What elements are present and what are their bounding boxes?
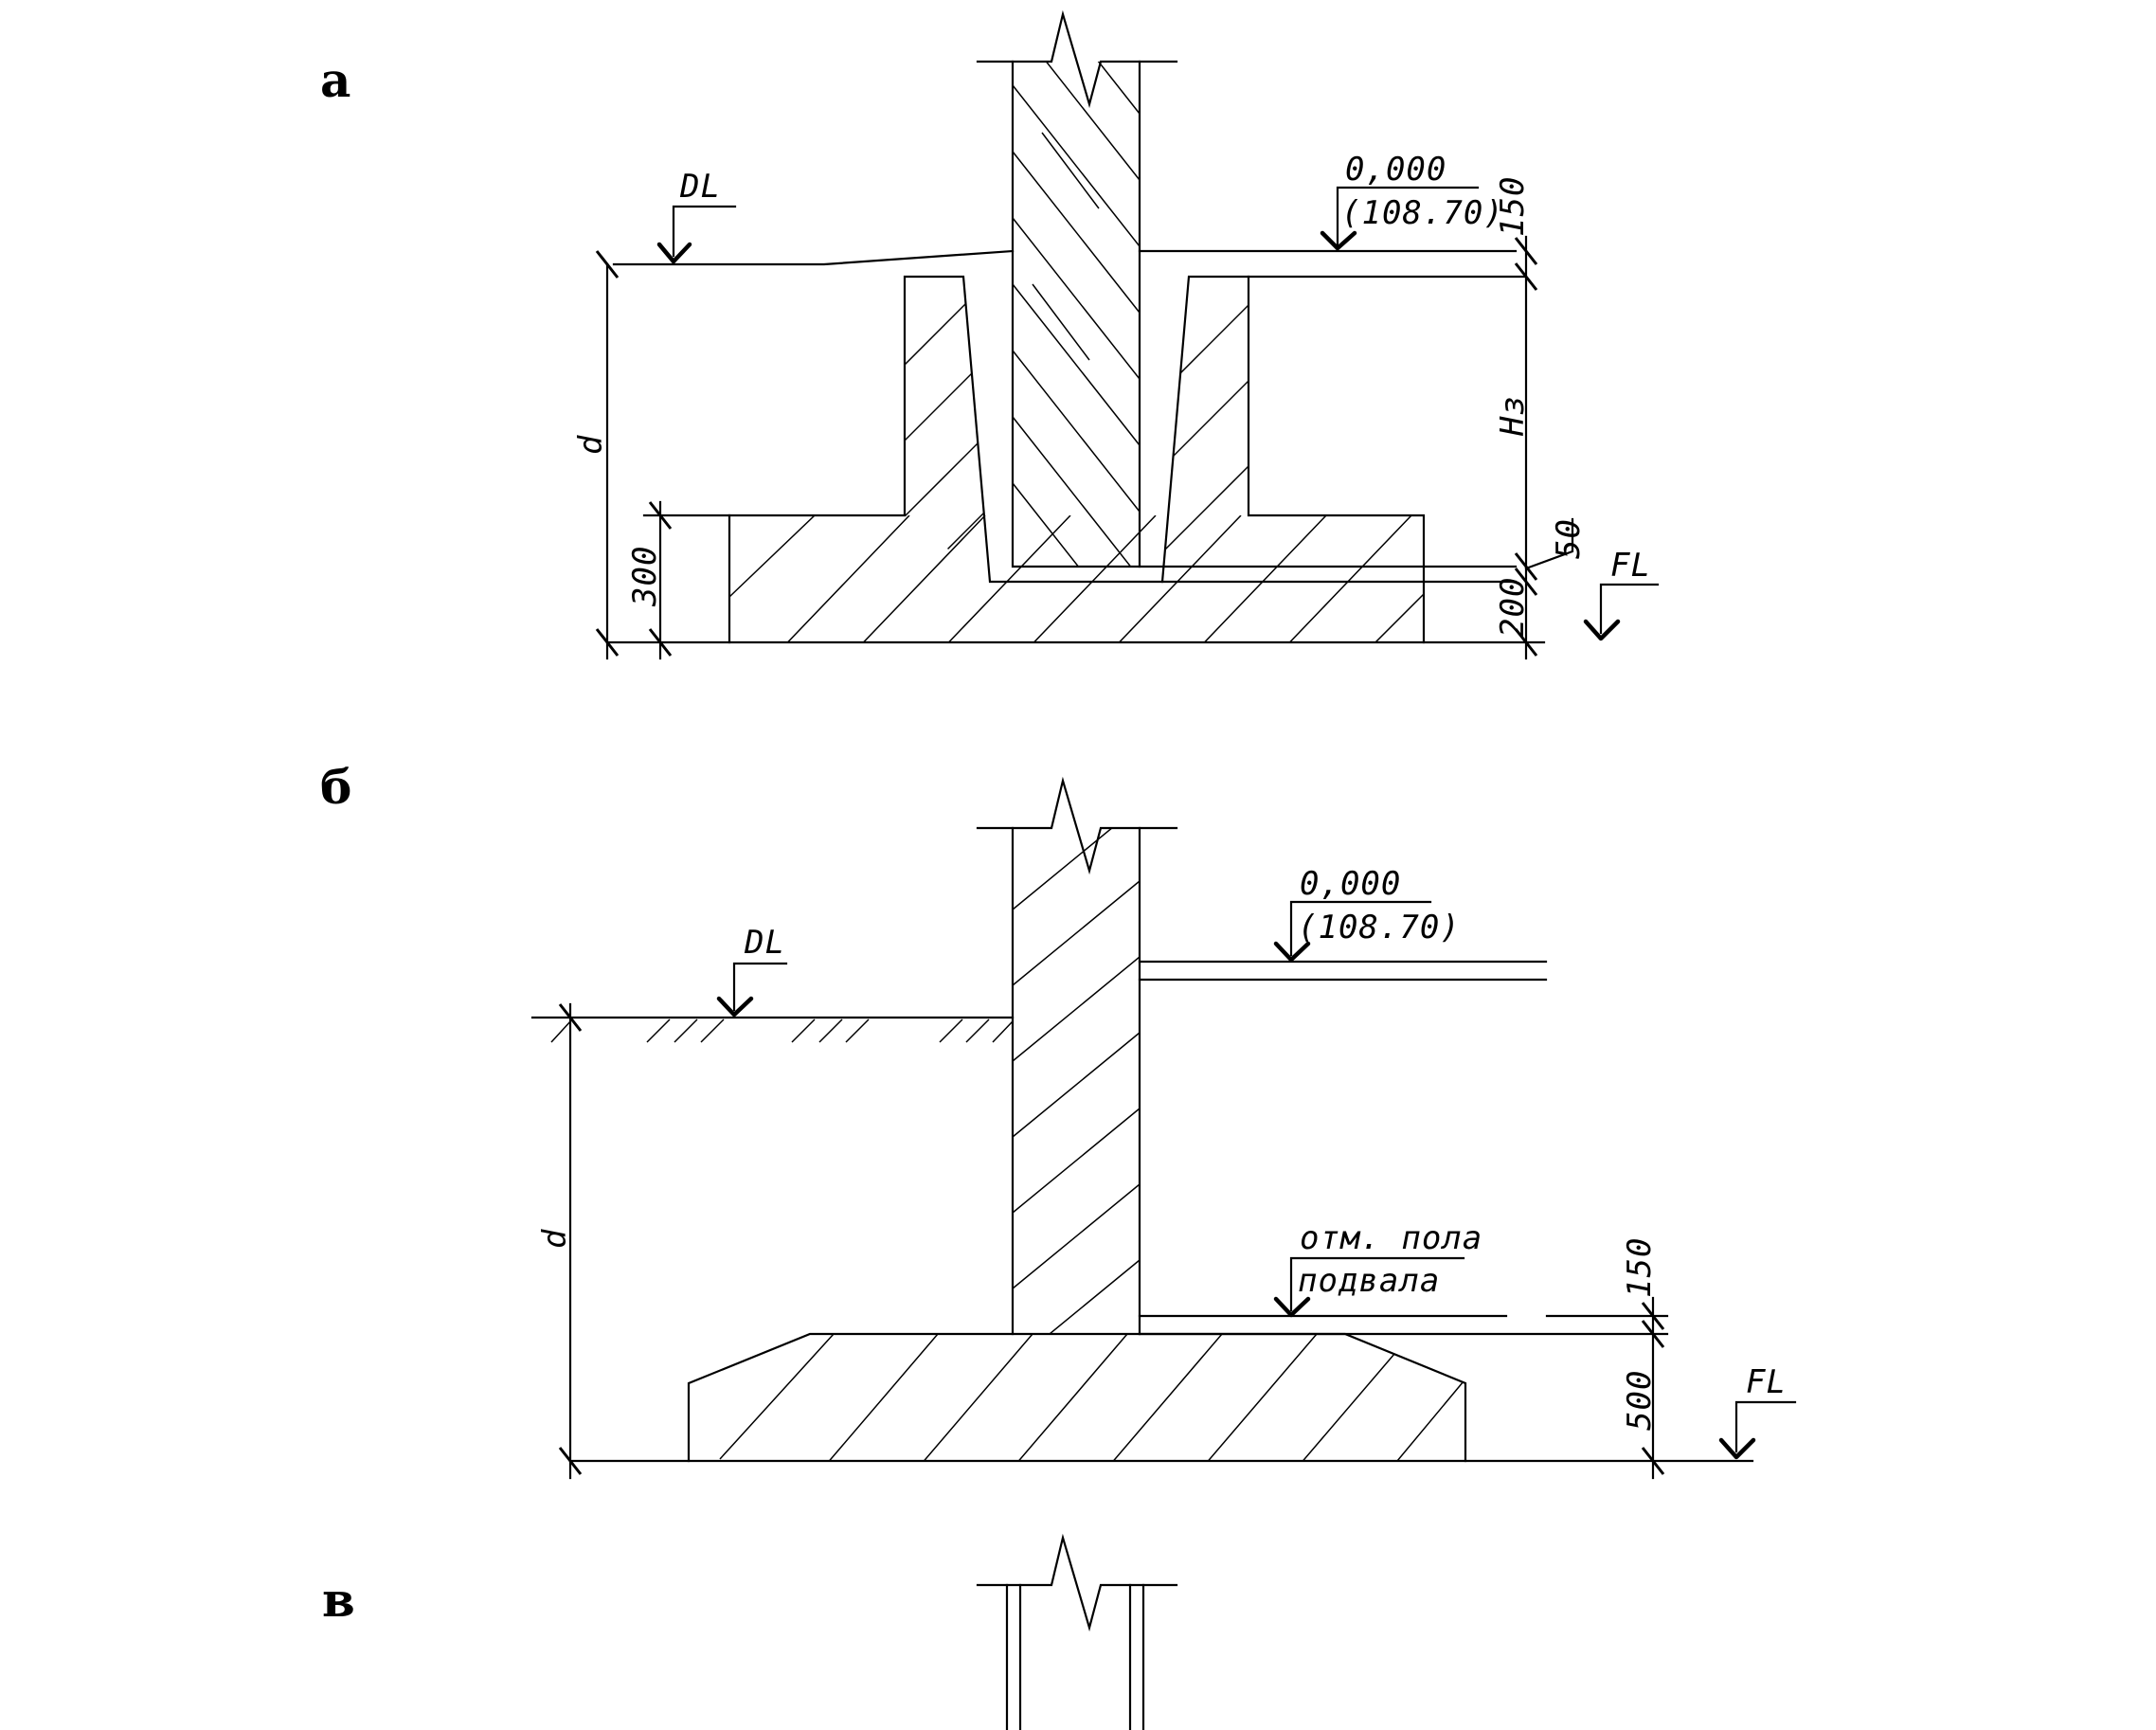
column-break-line (976, 776, 1178, 875)
elev-leader (1289, 900, 1432, 957)
dim-d-label: d (572, 435, 610, 455)
glass-left-hatch (905, 283, 990, 582)
column-outline (1011, 60, 1141, 568)
basement-label-2: подвала (1298, 1262, 1440, 1300)
fl-label: FL (1746, 1363, 1787, 1401)
ground-line (612, 249, 1015, 266)
column-outline (1011, 826, 1141, 1336)
panel-c: в (322, 1533, 1178, 1730)
panel-b-label: б (320, 759, 351, 815)
column-hatch (1013, 828, 1140, 1334)
ground-hatch (550, 1018, 1014, 1043)
dim-d-label: d (536, 1229, 574, 1249)
dl-arrow-icon (716, 996, 754, 1018)
elev-abs-label: (108.70) (1298, 909, 1461, 946)
dim-50-leader (1524, 517, 1574, 570)
panel-b: б d 150 500 DL (320, 759, 1797, 1480)
column-break-line (976, 1533, 1178, 1632)
dl-leader (732, 962, 788, 1012)
fl-arrow-icon (1718, 1437, 1756, 1460)
dim-right-ticks (1641, 1302, 1665, 1475)
dim-300-label: 300 (626, 546, 664, 607)
dl-leader (672, 205, 737, 258)
dim-hz-label: Нз (1494, 395, 1532, 437)
glass-right-hatch (1164, 302, 1249, 582)
column-break-line (976, 9, 1178, 109)
basement-leader (1289, 1256, 1465, 1312)
basement-label-1: отм. пола (1300, 1219, 1482, 1257)
dim-200-label: 200 (1494, 577, 1532, 638)
dim-50-label: 50 (1550, 518, 1588, 559)
slab-hatch (729, 515, 1424, 642)
fl-leader (1734, 1400, 1797, 1453)
foundation-outline (728, 275, 1426, 644)
slab-outline (687, 1332, 1467, 1463)
elev-label: 0,000 (1345, 151, 1446, 189)
elev-abs-label: (108.70) (1341, 194, 1504, 232)
dim-300-line (642, 500, 731, 660)
fl-label: FL (1610, 547, 1651, 585)
dl-label: DL (744, 924, 785, 962)
panel-a: а d 300 (320, 9, 1660, 660)
column-hatch (1013, 62, 1140, 567)
dl-arrow-icon (656, 242, 692, 264)
fl-leader (1599, 583, 1660, 635)
elev-arrow-icon (1320, 230, 1357, 251)
dim-150-label: 150 (1621, 1237, 1659, 1298)
column-outline (1005, 1583, 1145, 1730)
dim-right-ticks (1514, 237, 1538, 657)
dim-500-label: 500 (1621, 1370, 1659, 1431)
panel-c-label: в (322, 1572, 355, 1628)
elev-leader (1336, 186, 1480, 246)
fl-arrow-icon (1583, 619, 1621, 641)
dl-label: DL (679, 168, 721, 206)
floor-lines (1138, 960, 1548, 982)
panel-a-label: а (320, 52, 350, 108)
elev-arrow-icon (1273, 941, 1311, 963)
slab-hatch (719, 1334, 1465, 1461)
basement-arrow-icon (1273, 1296, 1311, 1318)
dim-150-label: 150 (1494, 176, 1532, 237)
elev-label: 0,000 (1300, 865, 1401, 903)
